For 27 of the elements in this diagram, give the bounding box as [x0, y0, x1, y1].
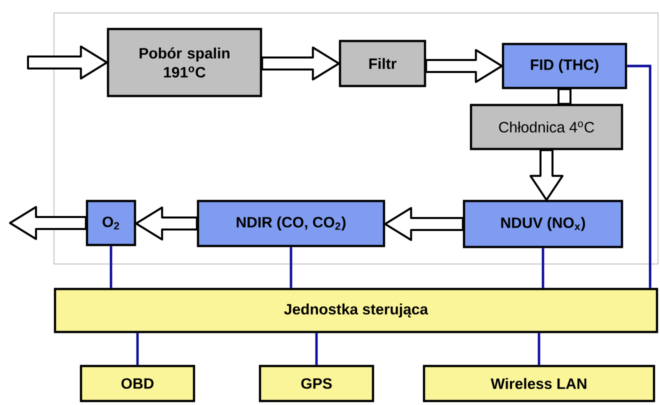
frame-box — [54, 12, 658, 264]
analyzer-box: NDUV (NO$_{x}$) — [462, 200, 624, 248]
signal-line — [542, 248, 544, 288]
signal-line — [290, 247, 292, 288]
process-box: Filtr — [338, 40, 426, 88]
signal-line — [627, 64, 652, 288]
process-box: Pobór spalin 191$^{o}$C — [106, 28, 262, 98]
block-arrow — [261, 46, 340, 80]
block-arrow — [530, 149, 564, 201]
signal-line — [538, 333, 540, 365]
block-arrow — [9, 206, 87, 240]
block-arrow — [425, 49, 503, 83]
signal-line — [315, 333, 318, 365]
process-box: Chłodnica 4$^{o}$C — [470, 104, 624, 150]
module-box: GPS — [258, 364, 374, 402]
analyzer-box: NDIR (CO, CO$_{2}$) — [196, 200, 386, 248]
analyzer-box: O$_{2}$ — [86, 200, 136, 246]
analyzer-box: FID (THC) — [502, 42, 628, 90]
block-arrow — [135, 206, 198, 240]
block-arrow — [27, 46, 108, 80]
signal-line — [136, 333, 139, 365]
module-box: Wireless LAN — [422, 364, 656, 402]
control-unit-box: Jednostka sterująca — [54, 288, 658, 334]
block-connector — [558, 88, 572, 105]
signal-line — [110, 246, 112, 288]
module-box: OBD — [80, 364, 196, 402]
block-arrow — [384, 207, 464, 241]
